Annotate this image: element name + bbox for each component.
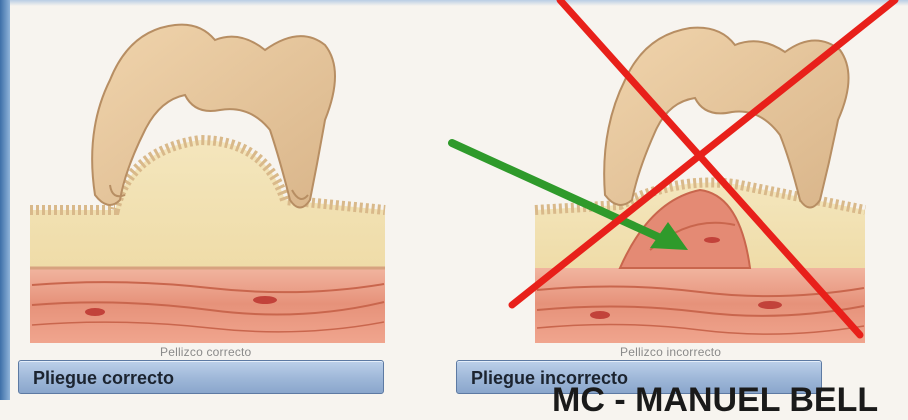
incorrect-pinch-diagram bbox=[452, 0, 895, 343]
caption-incorrect: Pellizco incorrecto bbox=[620, 345, 721, 359]
author-overlay-text: MC - MANUEL BELL bbox=[552, 380, 878, 420]
muscle-layer bbox=[535, 265, 865, 343]
pinch-illustration bbox=[0, 0, 908, 400]
correct-pinch-diagram bbox=[30, 25, 385, 343]
label-correct: Pliegue correcto bbox=[18, 360, 384, 394]
caption-correct: Pellizco correcto bbox=[160, 345, 251, 359]
muscle-layer bbox=[30, 265, 385, 343]
